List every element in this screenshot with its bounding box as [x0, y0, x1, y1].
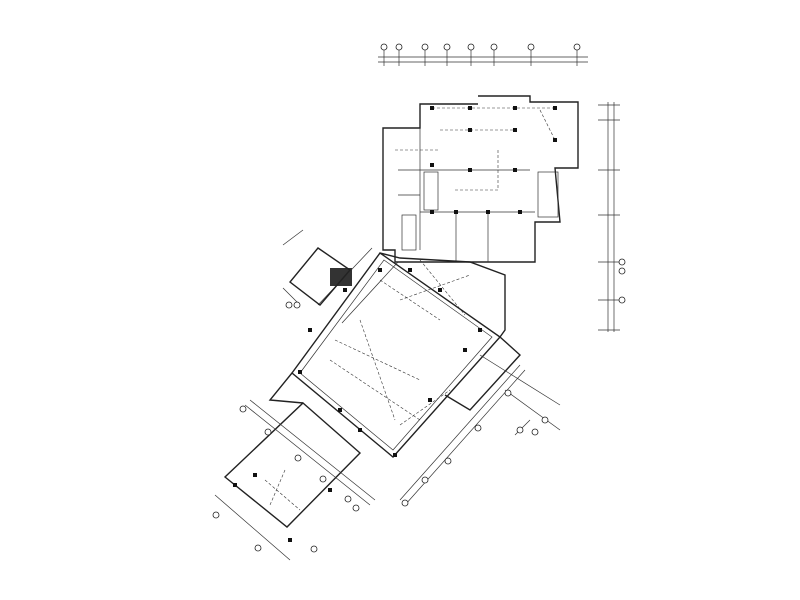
- column-marker: [233, 483, 237, 487]
- grid-bubble: [380, 43, 388, 51]
- column-marker: [468, 168, 472, 172]
- column-marker: [463, 348, 467, 352]
- stair-hatch: [330, 268, 352, 286]
- column-marker: [408, 268, 412, 272]
- main-hall: [291, 247, 521, 458]
- column-marker: [553, 138, 557, 142]
- column-marker: [393, 453, 397, 457]
- grid-bubble: [573, 43, 581, 51]
- column-marker: [288, 538, 292, 542]
- upper-building: [382, 95, 579, 263]
- column-marker: [430, 106, 434, 110]
- column-marker: [328, 488, 332, 492]
- column-marker: [438, 288, 442, 292]
- column-marker: [298, 370, 302, 374]
- column-marker: [513, 128, 517, 132]
- lower-left-wing: [223, 372, 362, 528]
- grid-bubble: [443, 43, 451, 51]
- top-dimension-line: [378, 43, 588, 66]
- upper-left-wing: [282, 229, 352, 306]
- column-marker: [513, 168, 517, 172]
- right-dimension-line: [598, 102, 626, 332]
- column-marker: [253, 473, 257, 477]
- column-marker: [358, 428, 362, 432]
- column-marker: [430, 210, 434, 214]
- grid-bubble: [490, 43, 498, 51]
- column-marker: [478, 328, 482, 332]
- column-marker: [378, 268, 382, 272]
- column-marker: [553, 106, 557, 110]
- column-marker: [468, 106, 472, 110]
- column-marker: [486, 210, 490, 214]
- grid-bubble: [421, 43, 429, 51]
- column-marker: [430, 163, 434, 167]
- grid-bubble: [467, 43, 475, 51]
- column-marker: [308, 328, 312, 332]
- column-marker: [428, 398, 432, 402]
- column-marker: [343, 288, 347, 292]
- column-marker: [338, 408, 342, 412]
- column-marker: [454, 210, 458, 214]
- column-marker: [518, 210, 522, 214]
- dimension-strings: [214, 354, 561, 561]
- grid-bubbles: [212, 301, 549, 553]
- column-marker: [513, 106, 517, 110]
- structural-columns: [233, 106, 557, 542]
- column-marker: [468, 128, 472, 132]
- grid-bubble: [527, 43, 535, 51]
- grid-bubble: [395, 43, 403, 51]
